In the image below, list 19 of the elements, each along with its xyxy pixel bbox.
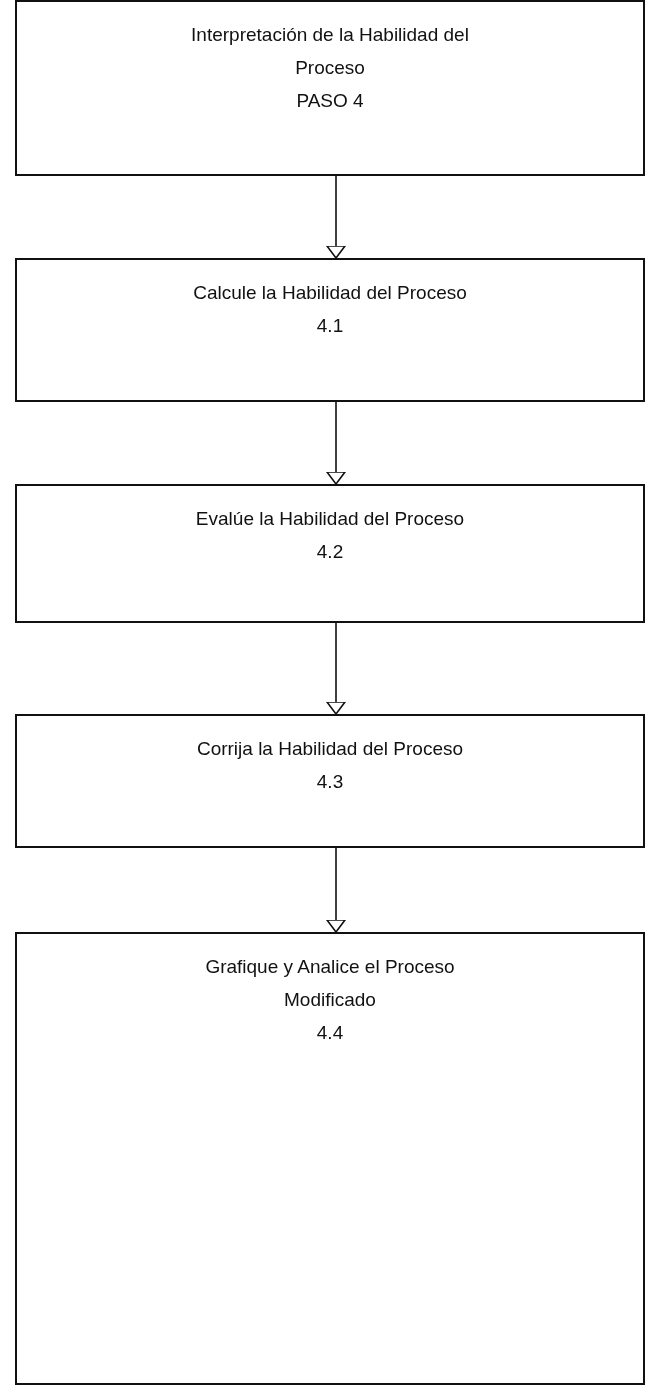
process-box [15,714,645,848]
step-number: 4.2 [315,540,345,564]
process-box [15,484,645,623]
step-title: Grafique y Analice el Proceso Modificado [204,955,456,1012]
step-title: Interpretación de la Habilidad del Proceso [190,23,470,80]
arrow [326,175,346,259]
step-number: PASO 4 [295,89,365,113]
arrow [326,401,346,485]
process-box [15,932,645,1385]
step-title: Evalúe la Habilidad del Proceso [194,507,466,531]
arrow [326,622,346,715]
step-number: 4.1 [315,314,345,338]
step-number: 4.3 [315,770,345,794]
step-title: Corrija la Habilidad del Proceso [195,737,465,761]
step-title: Calcule la Habilidad del Proceso [192,281,468,305]
arrow [326,847,346,933]
process-box [15,258,645,402]
process-box [15,0,645,176]
step-number: 4.4 [315,1021,345,1045]
